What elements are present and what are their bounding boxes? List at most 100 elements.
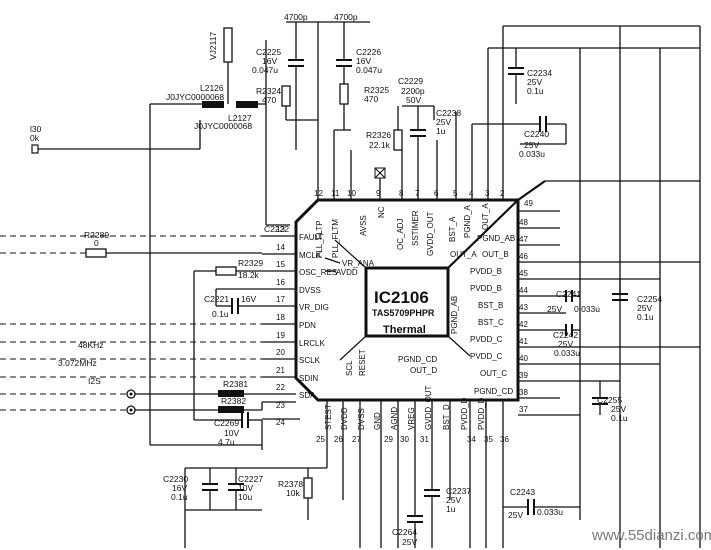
- pin-2-num: 2: [500, 189, 505, 198]
- label-out-d: OUT_D: [410, 366, 437, 375]
- label-r2378: R2378: [278, 479, 303, 489]
- pin-44-name: BST_B: [478, 301, 503, 310]
- ic2106-chip: IC2106 TAS5709PHPR Thermal: [294, 180, 546, 402]
- pin-30-name: VREG: [407, 407, 416, 430]
- label-c2241: C2241: [556, 289, 581, 299]
- pin-42-name: PVDD_C: [470, 335, 503, 344]
- pin-43-num: 43: [519, 303, 528, 312]
- pin-42-num: 42: [519, 320, 528, 329]
- pin-18-name: PDN: [299, 321, 316, 330]
- pin-25-num: 25: [316, 435, 325, 444]
- label-c2227: C2227: [238, 474, 263, 484]
- pin-9-num: 9: [376, 189, 381, 198]
- pin-41-num: 41: [519, 337, 528, 346]
- pin-36-num: 36: [500, 435, 509, 444]
- label-c2241-v: 25V: [547, 304, 562, 314]
- label-left-edge2: 0k: [30, 133, 40, 143]
- pin-43-name: BST_C: [478, 318, 504, 327]
- pin-46-num: 46: [519, 252, 528, 261]
- label-c2269: C2269: [214, 418, 239, 428]
- label-r2378-val: 10k: [286, 488, 300, 498]
- pin-19-num: 19: [276, 331, 285, 340]
- label-c2240-val: 0.033u: [519, 149, 545, 159]
- pin-34-name: PVDD_D: [477, 397, 486, 430]
- pin-6-name: GVDD_OUT: [426, 211, 435, 256]
- oc-adj-network: C2229 2200p 50V C2238 25V 1u R2326 22.1k: [366, 76, 473, 151]
- label-c2254-val: 0.1u: [637, 312, 654, 322]
- pin-14-num: 14: [276, 243, 285, 252]
- label-r2289: R2289: [84, 230, 109, 240]
- label-left-edge1: l30: [30, 124, 42, 134]
- pin-3-num: 3: [485, 189, 490, 198]
- pin-22-name: SDA: [299, 391, 316, 400]
- label-c2222: C2222: [264, 224, 289, 234]
- pin-11-name: PLL_FLTM: [331, 219, 340, 258]
- label-c2264: C2264: [392, 527, 417, 537]
- label-r2329-val: 18.2k: [238, 270, 260, 280]
- label-c2230-v: 16V: [172, 483, 187, 493]
- label-4700p-a: 4700p: [284, 12, 308, 22]
- pin-26-name: DVDD: [340, 407, 349, 430]
- label-c2229: C2229: [398, 76, 423, 86]
- label-c2229-v: 50V: [406, 95, 421, 105]
- label-out-a-inner: OUT_A: [450, 250, 477, 259]
- label-c2240-v: 25V: [524, 140, 539, 150]
- pin-31-name: GVDD_OUT: [424, 385, 433, 430]
- pin-16-name: DVSS: [299, 286, 321, 295]
- pin-17-name: VR_DIG: [299, 303, 329, 312]
- label-pgnd-cd: PGND_CD: [398, 355, 437, 364]
- label-r2325-val: 470: [364, 94, 378, 104]
- label-c2225: C2225: [256, 47, 281, 57]
- pin-24-num: 24: [276, 418, 285, 427]
- pin-27-num: 27: [352, 435, 361, 444]
- left-pin-group: 13 FAULT 14 MCLK 15 OSC_RES 16 DVSS 17 V…: [262, 225, 337, 427]
- pin-20-name: SCLK: [299, 356, 321, 365]
- label-c2242-val: 0.033u: [554, 348, 580, 358]
- pin-37-num: 37: [519, 405, 528, 414]
- label-i2s: I2S: [88, 376, 101, 386]
- pin-13-num: 13: [276, 225, 285, 234]
- label-c2255-v: 25V: [611, 404, 626, 414]
- pin-13-name: FAULT: [299, 233, 323, 242]
- pin-25-name: STEST: [324, 404, 333, 430]
- label-r2325: R2325: [364, 85, 389, 95]
- pin-32-name: BST_D: [442, 404, 451, 430]
- label-c2226: C2226: [356, 47, 381, 57]
- pin-12-num: 12: [314, 189, 323, 198]
- watermark-text: www.55dianzi.com: [591, 527, 711, 544]
- pin-35-num: 35: [484, 435, 493, 444]
- label-c2243: C2243: [510, 487, 535, 497]
- label-c2269-val: 4.7u: [218, 437, 235, 447]
- label-c2269-v: 10V: [224, 428, 239, 438]
- label-c2242: C2242: [553, 330, 578, 340]
- pin-26-num: 26: [334, 435, 343, 444]
- label-48khz: 48KHz: [78, 340, 104, 350]
- left-signal-section: l30 0k C2222 R2289 0 R2329 18.2k C2221 1…: [0, 120, 289, 450]
- label-scl: SCL: [345, 360, 354, 376]
- label-r2326: R2326: [366, 130, 391, 140]
- pin-5-name: BST_A: [448, 216, 457, 242]
- pin-10-name: AVSS: [359, 215, 368, 236]
- pin-21-name: SDIN: [299, 374, 318, 383]
- pin-8-name: OC_ADJ: [396, 218, 405, 250]
- pin-4-num: 4: [469, 189, 474, 198]
- label-r2329: R2329: [238, 258, 263, 268]
- label-c2221-v: 16V: [241, 294, 256, 304]
- chip-name: IC2106: [374, 288, 429, 307]
- pin-39-name: PGND_CD: [474, 387, 513, 396]
- label-c2254: C2254: [637, 294, 662, 304]
- label-4700p-b: 4700p: [334, 12, 358, 22]
- label-l2126: L2126: [200, 83, 224, 93]
- pin-4-name: PGND_A: [463, 204, 472, 238]
- pin-11-num: 11: [331, 189, 340, 198]
- pin-7-name: SSTIMER: [411, 210, 420, 246]
- label-c2237-val: 1u: [446, 504, 456, 514]
- pin-39-num: 39: [519, 371, 528, 380]
- pin-7-num: 7: [415, 189, 420, 198]
- bottom-pin-group: 25 26 27 29 30 31 34 35 36 STEST DVDD DV…: [316, 385, 509, 444]
- nc-marker: [374, 167, 386, 179]
- pin-34-num: 34: [467, 435, 476, 444]
- bottom-components: C2230 16V 0.1u C2227 10V 10u R2378 10k C…: [163, 440, 580, 548]
- label-c2238: C2238: [436, 108, 461, 118]
